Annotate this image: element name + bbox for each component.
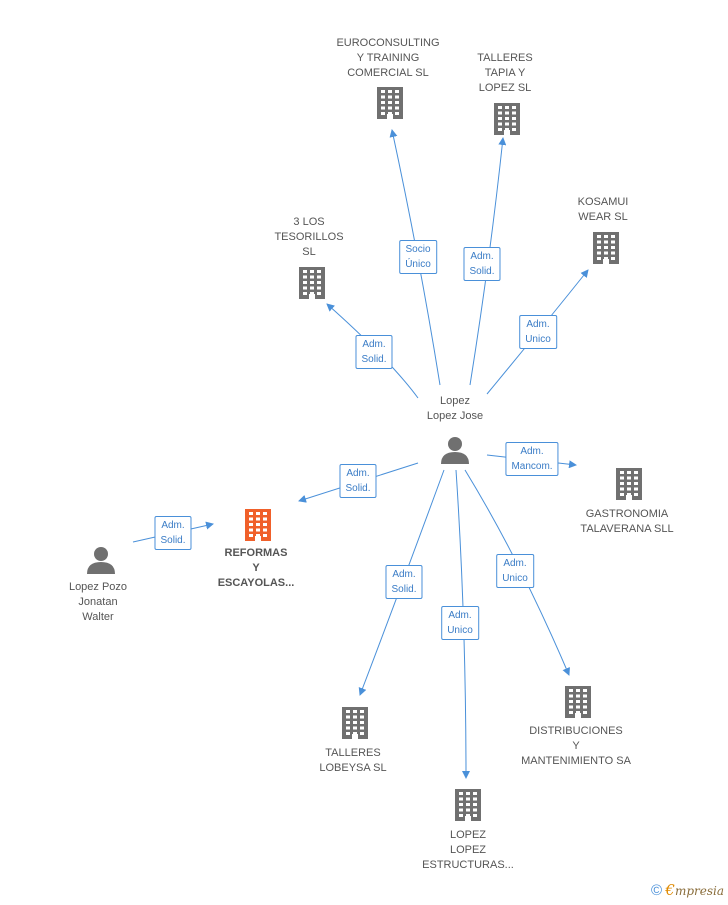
empresia-logo: €mpresia [665, 881, 724, 899]
edge-label-lopez-jose-to-kosamui[interactable]: Adm. Unico [519, 315, 557, 349]
building-icon-talleres-tapia[interactable] [494, 103, 520, 135]
node-label-lopez-jose[interactable]: Lopez Lopez Jose [426, 395, 484, 422]
node-label-lopez-pozo[interactable]: Lopez Pozo Jonatan Walter [68, 581, 128, 623]
edge-label-lopez-jose-to-talleres-lobeysa[interactable]: Adm. Solid. [385, 565, 423, 599]
building-icon-lopez-lopez-estructuras[interactable] [455, 789, 481, 821]
edge-label-lopez-jose-to-lopez-lopez-estructuras[interactable]: Adm. Unico [441, 606, 479, 640]
building-icon-distribuciones[interactable] [565, 686, 591, 718]
building-icon-kosamui[interactable] [593, 232, 619, 264]
edge-label-lopez-jose-to-euroconsulting[interactable]: Socio Único [399, 240, 437, 274]
node-label-euroconsulting[interactable]: EUROCONSULTING Y TRAINING COMERCIAL SL [336, 37, 440, 79]
copyright-symbol: © [650, 882, 663, 899]
building-icon-tesorillos[interactable] [299, 267, 325, 299]
building-icon-euroconsulting[interactable] [377, 87, 403, 119]
node-label-gastronomia[interactable]: GASTRONOMIA TALAVERANA SLL [580, 508, 674, 535]
node-label-talleres-tapia[interactable]: TALLERES TAPIA Y LOPEZ SL [477, 52, 533, 94]
edge-label-lopez-pozo-to-reformas[interactable]: Adm. Solid. [154, 516, 192, 550]
node-label-tesorillos[interactable]: 3 LOS TESORILLOS SL [274, 216, 344, 258]
person-icon-lopez-pozo[interactable] [87, 547, 115, 574]
node-label-kosamui[interactable]: KOSAMUI WEAR SL [577, 196, 629, 223]
edge-label-lopez-jose-to-talleres-tapia[interactable]: Adm. Solid. [463, 247, 501, 281]
node-label-reformas[interactable]: REFORMAS Y ESCAYOLAS... [217, 547, 295, 589]
edge-label-lopez-jose-to-reformas[interactable]: Adm. Solid. [339, 464, 377, 498]
edge-label-lopez-jose-to-gastronomia[interactable]: Adm. Mancom. [505, 442, 559, 476]
building-icon-gastronomia[interactable] [616, 468, 642, 500]
edge-label-lopez-jose-to-distribuciones[interactable]: Adm. Unico [496, 554, 534, 588]
footer-brand: © €mpresia [651, 881, 724, 899]
node-label-lopez-lopez-estructuras[interactable]: LOPEZ LOPEZ ESTRUCTURAS... [422, 829, 514, 871]
edge-label-lopez-jose-to-tesorillos[interactable]: Adm. Solid. [355, 335, 393, 369]
node-label-distribuciones[interactable]: DISTRIBUCIONES Y MANTENIMIENTO SA [521, 725, 631, 767]
building-icon-reformas[interactable] [245, 509, 271, 541]
building-icon-talleres-lobeysa[interactable] [342, 707, 368, 739]
node-label-talleres-lobeysa[interactable]: TALLERES LOBEYSA SL [319, 747, 387, 774]
person-icon-lopez-jose[interactable] [441, 437, 469, 464]
